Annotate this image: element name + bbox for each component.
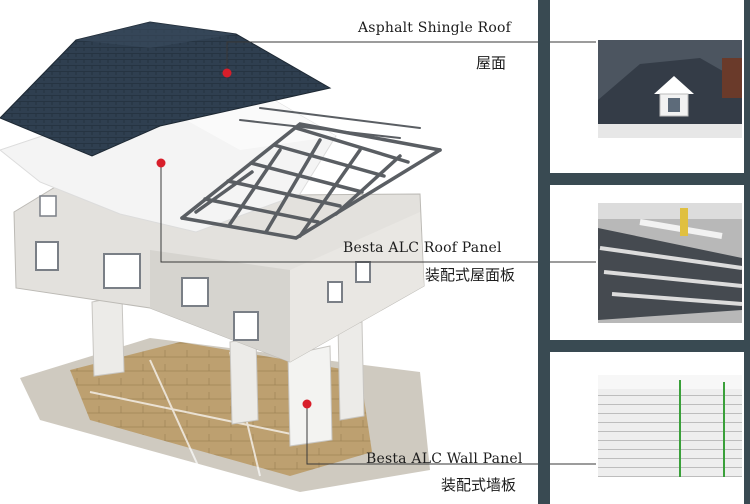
loose-wall-panels	[91, 295, 365, 447]
marker-roof	[222, 68, 232, 78]
label-roof-cn: 屋面	[476, 54, 507, 72]
label-roof-panel-cn: 装配式屋面板	[425, 266, 516, 284]
photo-wall-panel-stack	[598, 375, 742, 477]
label-alc-roof-panel: Besta ALC Roof Panel	[343, 240, 502, 256]
marker-roof-panel	[156, 158, 166, 168]
label-wall-panel-cn: 装配式墙板	[441, 476, 517, 494]
marker-wall-panel	[302, 399, 312, 409]
floor-base	[20, 338, 430, 492]
label-asphalt-shingle-roof: Asphalt Shingle Roof	[358, 20, 512, 36]
photo-frame	[538, 0, 750, 504]
label-alc-wall-panel: Besta ALC Wall Panel	[366, 451, 523, 467]
asphalt-shingle-roof	[0, 21, 332, 157]
red-markers	[156, 68, 312, 409]
photo-roof-house	[598, 40, 742, 138]
steel-truss-frame	[180, 107, 442, 240]
photo-roof-panel-install	[598, 203, 743, 323]
leader-lines	[160, 41, 596, 465]
